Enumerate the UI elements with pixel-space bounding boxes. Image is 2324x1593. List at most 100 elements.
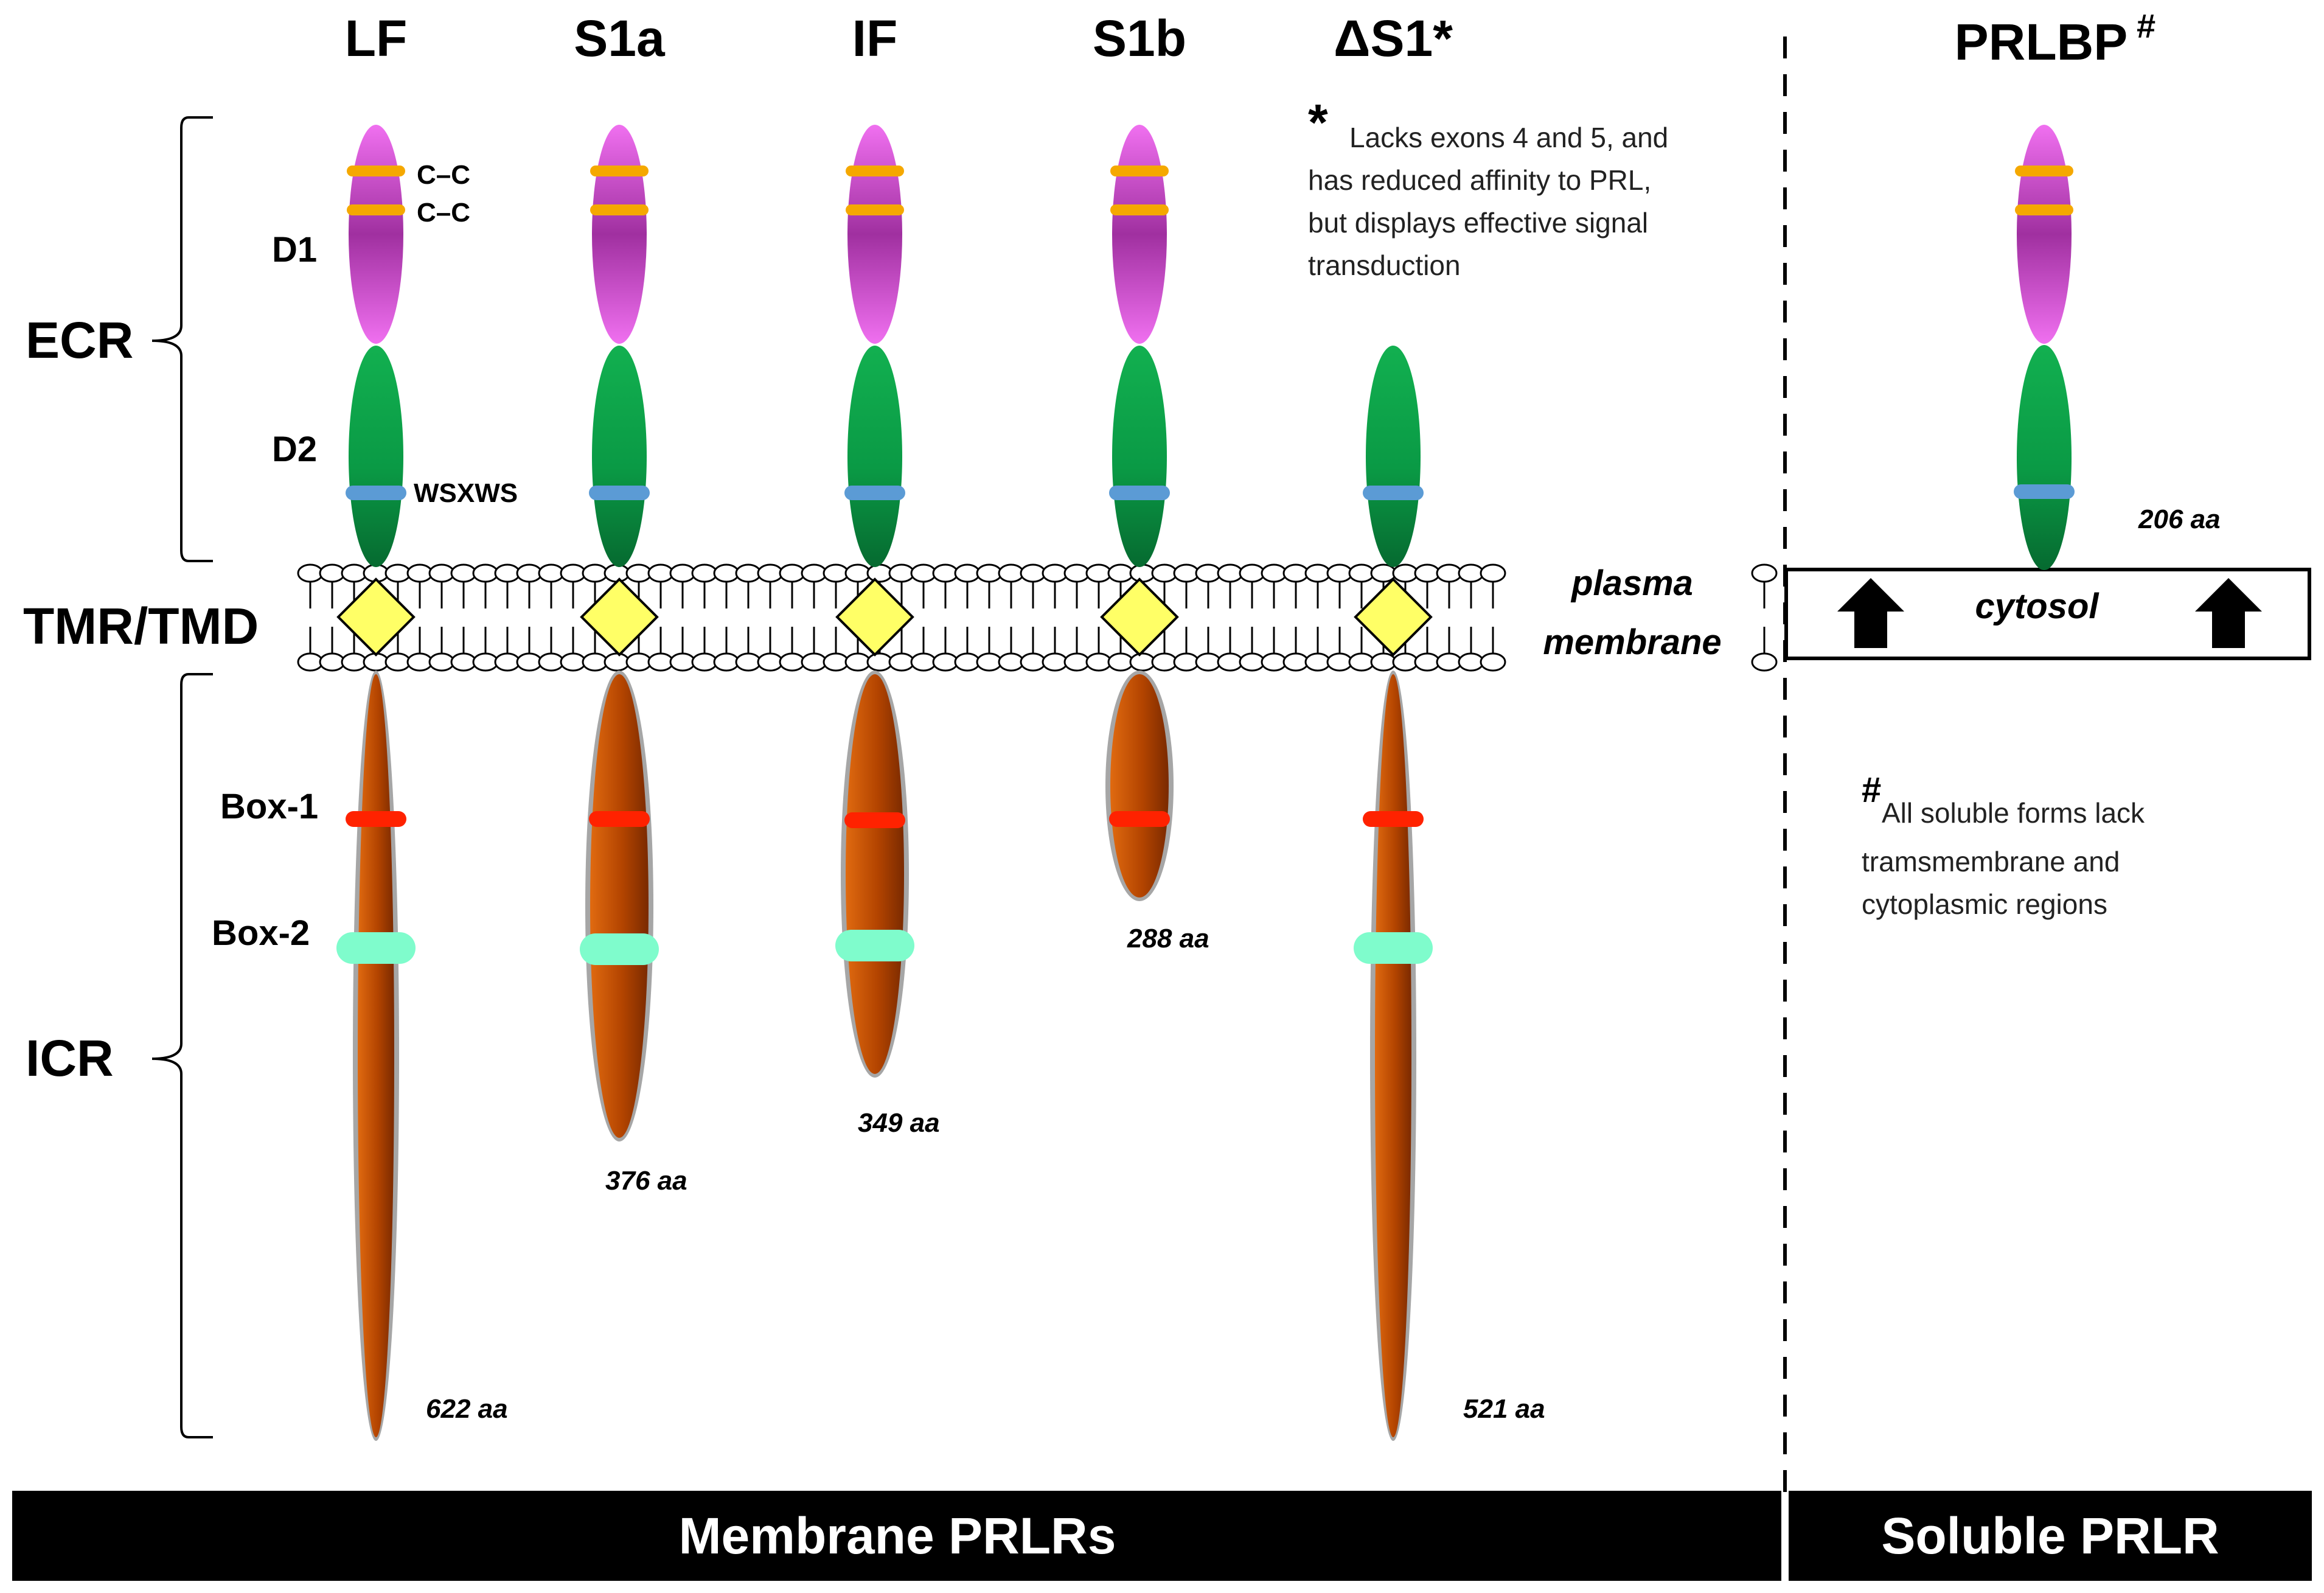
lipid-head xyxy=(1107,652,1134,672)
tmd-diamond xyxy=(835,577,914,657)
cc-bond xyxy=(2015,204,2073,215)
lipid-head xyxy=(297,652,324,672)
cc-bond xyxy=(590,166,649,176)
aa-length-label: 206 aa xyxy=(2138,504,2221,534)
lipid-head xyxy=(1751,563,1778,583)
arrow-up-icon xyxy=(1837,578,1904,648)
aa-length-label: 376 aa xyxy=(605,1166,687,1196)
box1-motif xyxy=(346,811,406,827)
receptor-prlbp: 206 aa xyxy=(2014,125,2221,570)
receptor-S1b: 288 aa xyxy=(1100,125,1209,953)
d1-domain xyxy=(1112,125,1167,344)
d2-domain xyxy=(1112,346,1167,567)
lipid-head xyxy=(516,563,543,583)
cc-bond xyxy=(347,166,405,176)
lipid-head xyxy=(647,563,674,583)
box1-motif xyxy=(1109,811,1170,827)
lipid-head xyxy=(1282,563,1309,583)
lipid-head xyxy=(582,563,608,583)
lipid-head xyxy=(1458,652,1484,672)
lipid-head xyxy=(428,563,455,583)
arrow-up-icon xyxy=(2195,578,2262,648)
wsxws-motif xyxy=(1363,486,1424,500)
membrane-label: membrane xyxy=(1543,622,1721,662)
lipid-head xyxy=(538,563,565,583)
d2-label: D2 xyxy=(272,430,317,469)
lipid-head xyxy=(1217,563,1244,583)
lipid-head xyxy=(1751,652,1778,672)
lipid-head xyxy=(1480,563,1506,583)
lipid-head xyxy=(1173,563,1200,583)
lipid-head xyxy=(1173,652,1200,672)
receptor-dS1: 521 aa xyxy=(1354,346,1545,1441)
tmr-label: TMR/TMD xyxy=(23,598,259,655)
lipid-head xyxy=(1151,652,1178,672)
lipid-head xyxy=(538,652,565,672)
cytosol-label: cytosol xyxy=(1975,587,2100,626)
lipid-head xyxy=(1151,563,1178,583)
wsxws-motif xyxy=(1109,486,1170,500)
lipid-head xyxy=(1195,652,1222,672)
lipid-head xyxy=(1063,563,1090,583)
lipid-head xyxy=(932,652,959,672)
lipid-head xyxy=(647,652,674,672)
box1-label: Box-1 xyxy=(220,787,318,826)
star-note-line-1: Lacks exons 4 and 5, and xyxy=(1349,122,1668,153)
box2-motif xyxy=(1354,932,1433,964)
lipid-head xyxy=(297,563,324,583)
cc-bond xyxy=(1110,204,1169,215)
lipid-head xyxy=(406,652,433,672)
lipid-head xyxy=(625,563,652,583)
lipid-head xyxy=(319,563,346,583)
lipid-head xyxy=(888,652,915,672)
soluble-prlr-title: Soluble PRLR xyxy=(1881,1507,2219,1564)
lipid-head xyxy=(691,652,718,672)
cc-label-2: C–C xyxy=(417,198,470,228)
lipid-head xyxy=(560,563,586,583)
lipid-head xyxy=(713,652,740,672)
tmd-diamond xyxy=(336,577,416,657)
star-note-line-2: has reduced affinity to PRL, xyxy=(1308,164,1651,196)
soluble-name: PRLBP xyxy=(1955,13,2128,71)
lipid-head xyxy=(779,652,805,672)
lipid-head xyxy=(1326,652,1353,672)
box2-motif xyxy=(580,933,659,965)
d1-domain xyxy=(847,125,902,344)
lipid-head xyxy=(1348,652,1375,672)
lipid-head xyxy=(1129,652,1156,672)
lipid-head xyxy=(1480,652,1506,672)
lipid-head xyxy=(691,563,718,583)
lipid-head xyxy=(450,563,477,583)
receptor-LF: 622 aa xyxy=(336,125,508,1441)
ecr-brace xyxy=(151,116,213,562)
lipid-head xyxy=(604,563,630,583)
lipid-head xyxy=(735,563,762,583)
lipid-head xyxy=(1042,563,1068,583)
membrane-prlrs-bar xyxy=(12,1491,1781,1581)
d2-domain xyxy=(349,346,403,567)
star-note-line-4: transduction xyxy=(1308,249,1461,281)
soluble-prlr-bar xyxy=(1789,1491,2312,1581)
wsxws-label: WSXWS xyxy=(414,478,518,508)
lipid-head xyxy=(1458,563,1484,583)
lipid-head xyxy=(319,652,346,672)
d1-label: D1 xyxy=(272,230,317,270)
lipid-head xyxy=(1392,652,1419,672)
lipid-head xyxy=(494,563,521,583)
hash-note-line-3: cytoplasmic regions xyxy=(1862,888,2107,920)
lipid-head xyxy=(1020,652,1046,672)
lipid-head xyxy=(669,563,696,583)
isoform-name-dS1: ΔS1* xyxy=(1334,10,1453,67)
lipid-head xyxy=(494,652,521,672)
lipid-head xyxy=(1392,563,1419,583)
lipid-head xyxy=(406,563,433,583)
lipid-head xyxy=(604,652,630,672)
lipid-head xyxy=(516,652,543,672)
lipid-head xyxy=(384,563,411,583)
aa-length-label: 521 aa xyxy=(1463,1394,1545,1424)
lipid-head xyxy=(910,563,937,583)
d2-domain xyxy=(1366,346,1421,567)
lipid-head xyxy=(779,563,805,583)
lipid-head xyxy=(866,563,893,583)
